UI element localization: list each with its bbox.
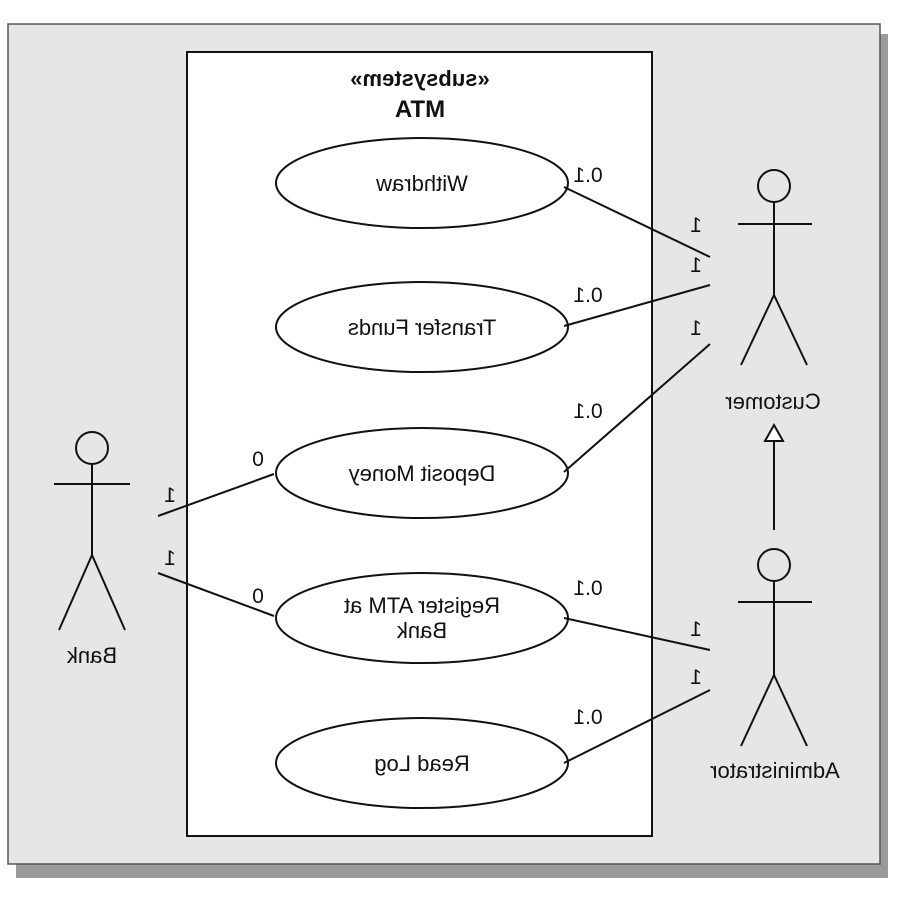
subsystem-name: MTA [395,96,445,123]
actor-customer[interactable]: Customer [725,169,821,414]
use-case-withdraw[interactable]: Withdraw [275,137,569,229]
use-case-label: Withdraw [376,171,468,196]
actor-label: Customer [725,389,820,414]
multiplicity-deposit-actor-customer: 1 [690,317,702,340]
mirrored-content: «subsystem» MTA Withdraw Transfer Funds … [54,51,840,837]
association-register-bank [157,572,275,617]
association-transfer-customer [563,284,711,327]
actor-bank[interactable]: Bank [54,431,130,668]
generalization-arrow [763,422,785,530]
subsystem-stereotype: «subsystem» [350,66,489,91]
use-case-label: Bank [396,618,447,643]
multiplicity-register-actor-admin: 1 [690,618,702,641]
use-case-read-log[interactable]: Read Log [275,717,569,809]
association-register-admin [563,617,711,651]
multiplicity-deposit-actor-bank: 1 [164,484,176,507]
multiplicity-transfer-uc: 0.1 [573,284,602,307]
use-case-label: Read Log [374,751,469,776]
multiplicity-register-actor-bank: 1 [164,547,176,570]
multiplicity-register-uc-admin: 0.1 [573,577,602,600]
association-withdraw-customer [563,186,711,258]
actor-administrator[interactable]: Administrator [710,548,840,783]
multiplicity-withdraw-actor: 1 [690,214,702,237]
subsystem-box [186,51,653,837]
multiplicity-deposit-uc-bank: 0 [252,448,264,471]
association-deposit-bank [157,473,275,517]
use-case-register-atm[interactable]: Register ATM at Bank [275,572,569,664]
multiplicity-withdraw-uc: 0.1 [573,164,602,187]
multiplicity-readlog-uc: 0.1 [573,706,602,729]
multiplicity-readlog-actor: 1 [690,666,702,689]
actor-label: Bank [66,643,117,668]
actor-label: Administrator [710,758,840,783]
association-deposit-customer [563,343,711,473]
multiplicity-register-uc-bank: 0 [252,585,264,608]
use-case-label: Transfer Funds [348,315,496,340]
association-readlog-admin [563,689,711,764]
use-case-label: Register ATM at [344,593,500,618]
multiplicity-transfer-actor: 1 [690,254,702,277]
use-case-transfer-funds[interactable]: Transfer Funds [275,281,569,373]
use-case-label: Deposit Money [349,461,496,486]
use-case-deposit-money[interactable]: Deposit Money [275,427,569,519]
multiplicity-deposit-uc-customer: 0.1 [573,400,602,423]
